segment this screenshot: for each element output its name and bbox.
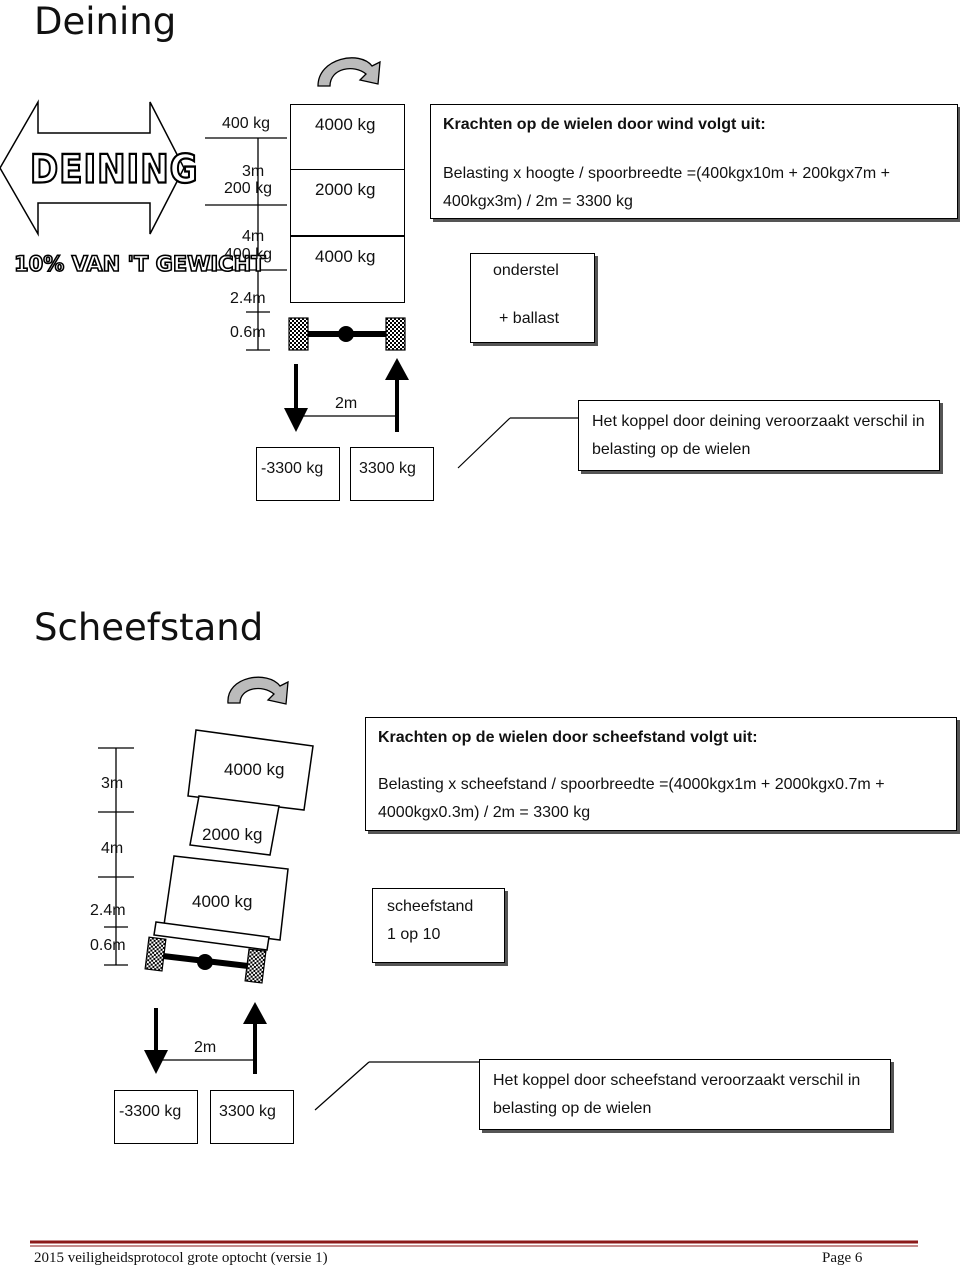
scheef-forces-title: Krachten op de wielen door scheefstand v…: [378, 729, 758, 746]
tilt-block-top-label: 4000 kg: [224, 760, 285, 779]
scheef-dim-2-4m: 2.4m: [90, 902, 126, 919]
deining-note-box: Het koppel door deining veroorzaakt vers…: [578, 400, 940, 471]
tilt-block-bottom-label: 4000 kg: [192, 892, 253, 911]
deining-forces-box: Krachten op de wielen door wind volgt ui…: [430, 104, 958, 219]
dim-label-4m: 4m: [242, 228, 265, 245]
tilt-block-mid-label: 2000 kg: [202, 825, 263, 844]
scheef-track-label: 2m: [194, 1039, 217, 1056]
block-top-label: 4000 kg: [315, 115, 376, 134]
tilt-right-wheel-icon: [244, 948, 267, 984]
force-label-bottom: 400 kg: [224, 246, 273, 263]
deining-left-load-box: -3300 kg: [256, 447, 340, 501]
scheef-left-load-box: -3300 kg: [114, 1090, 198, 1144]
deining-dimension-lines: [205, 137, 287, 351]
deining-note: Het koppel door deining veroorzaakt vers…: [592, 413, 925, 458]
block-mid: 2000 kg: [290, 169, 405, 236]
rotate-arrow-icon-2: [227, 676, 289, 705]
scheef-right-load-box: 3300 kg: [210, 1090, 294, 1144]
force-label-top: 400 kg: [222, 115, 271, 132]
chassis-box: onderstel + ballast: [470, 253, 595, 343]
chassis-label-1: onderstel: [493, 262, 559, 279]
tilt-box: scheefstand 1 op 10: [372, 888, 505, 963]
scheefstand-title: Scheefstand: [34, 606, 264, 649]
scheef-dim-4m: 4m: [101, 840, 124, 857]
right-wheel-icon: [385, 317, 406, 351]
scheef-forces-formula: Belasting x scheefstand / spoorbreedte =…: [378, 776, 885, 821]
deining-right-load-box: 3300 kg: [350, 447, 434, 501]
block-mid-label: 2000 kg: [315, 180, 376, 199]
scheef-note: Het koppel door scheefstand veroorzaakt …: [493, 1072, 861, 1117]
scheef-forces-box: Krachten op de wielen door scheefstand v…: [365, 717, 957, 831]
scheef-left-load: -3300 kg: [119, 1103, 182, 1120]
block-top: 4000 kg: [290, 104, 405, 170]
deining-left-load: -3300 kg: [261, 460, 324, 477]
force-label-mid: 200 kg: [224, 180, 273, 197]
block-bottom-label: 4000 kg: [315, 247, 376, 266]
scheef-note-box: Het koppel door scheefstand veroorzaakt …: [479, 1059, 891, 1130]
left-wheel-icon: [288, 317, 309, 351]
deining-track-label: 2m: [335, 395, 358, 412]
deining-banner-subtext: 10% VAN 'T GEWICHT: [13, 251, 266, 277]
dim-label-3m: 3m: [242, 163, 265, 180]
deining-forces-formula: Belasting x hoogte / spoorbreedte =(400k…: [443, 165, 890, 210]
scheef-right-load: 3300 kg: [219, 1103, 276, 1120]
footer-text: 2015 veiligheidsprotocol grote optocht (…: [34, 1250, 328, 1266]
axle-hub-icon: [338, 326, 354, 342]
chassis-label-2: + ballast: [499, 310, 560, 327]
tilt-label-2: 1 op 10: [387, 926, 441, 943]
deining-forces-title: Krachten op de wielen door wind volgt ui…: [443, 116, 766, 133]
double-arrow-icon: [0, 99, 185, 237]
tilt-axle-hub-icon: [197, 954, 213, 970]
rotate-arrow-icon: [317, 57, 381, 87]
deining-right-load: 3300 kg: [359, 460, 416, 477]
scheef-dim-3m: 3m: [101, 775, 124, 792]
dim-label-2-4m: 2.4m: [230, 290, 266, 307]
scheef-dimension-lines: [98, 747, 134, 966]
scheef-force-arrows: [144, 1002, 267, 1074]
deining-force-arrows: [284, 358, 409, 432]
deining-title: Deining: [34, 0, 177, 43]
tilted-stack: [153, 729, 314, 951]
dim-label-0-6m: 0.6m: [230, 324, 266, 341]
block-bottom: 4000 kg: [290, 236, 405, 303]
tilt-left-wheel-icon: [144, 936, 167, 972]
tilt-label-1: scheefstand: [387, 898, 474, 915]
scheef-dim-0-6m: 0.6m: [90, 937, 126, 954]
footer-page-number: Page 6: [822, 1250, 863, 1266]
deining-banner: DEINING: [29, 146, 199, 194]
